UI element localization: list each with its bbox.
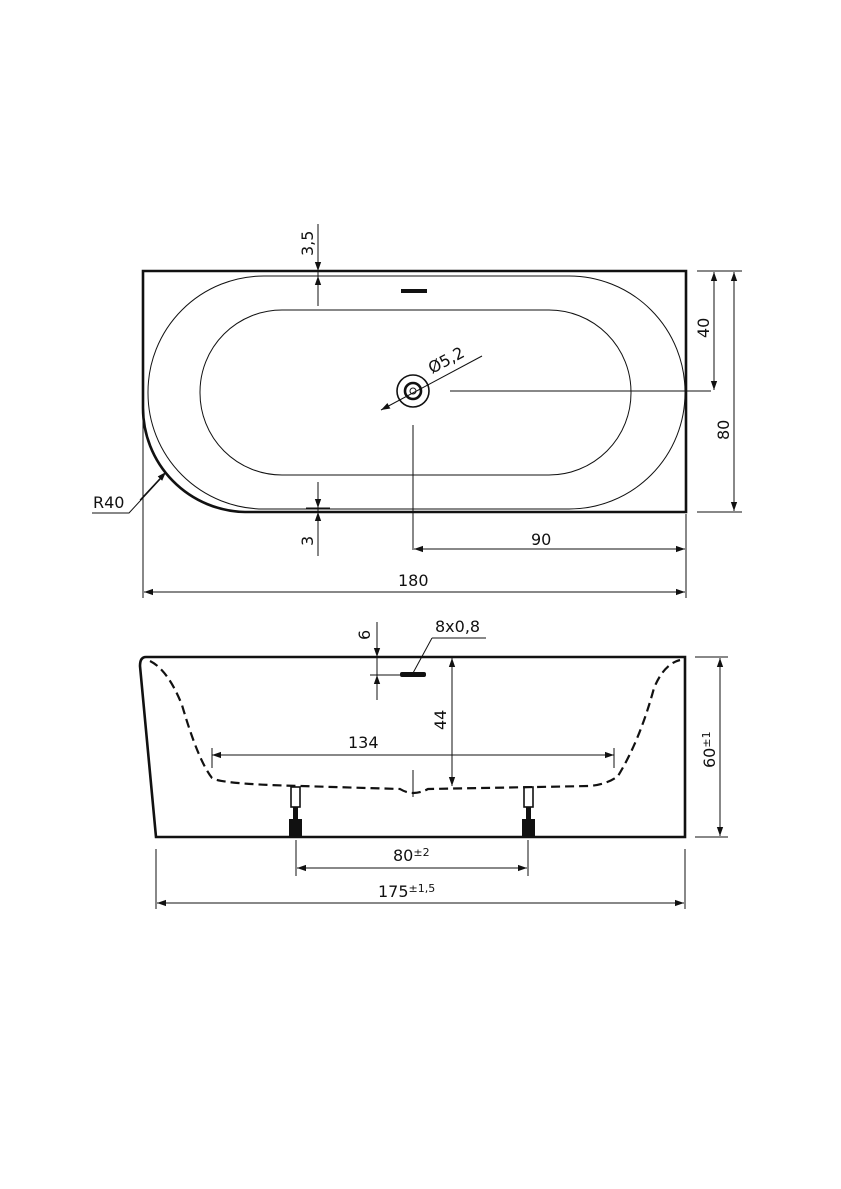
basin-profile-dashed [149, 658, 681, 795]
drain-diameter-label: Ø5,2 [425, 343, 468, 378]
foot-left-icon [289, 786, 302, 837]
overflow-offset-label: 6 [355, 630, 374, 640]
tub-outline-side [138, 655, 687, 839]
depth-label: 44 [431, 710, 450, 730]
tub-basin-outline [199, 309, 632, 476]
foot-right-icon [522, 786, 535, 837]
base-length-label: 175±1,5 [378, 882, 435, 901]
radius-label: R40 [93, 493, 124, 512]
feet-spacing-label: 80±2 [393, 846, 430, 865]
overflow-slot-top [401, 289, 427, 293]
drain-length-label: 90 [531, 530, 551, 549]
overflow-size-label: 8x0,8 [435, 617, 480, 636]
base-length-tolerance: ±1,5 [409, 882, 436, 895]
overflow-slot-side [400, 672, 426, 677]
height-tolerance: ±1 [700, 731, 713, 747]
feet-spacing-tolerance: ±2 [413, 846, 429, 859]
height-value: 60 [700, 748, 719, 768]
drain-offset-label: 40 [694, 318, 713, 338]
length-label: 180 [398, 571, 429, 590]
drain-diameter-leader [380, 355, 483, 411]
drain-icon [396, 374, 430, 408]
rim-top-label: 3,5 [298, 231, 317, 256]
inner-length-label: 134 [348, 733, 379, 752]
feet-spacing-value: 80 [393, 846, 413, 865]
radius-arrow [139, 471, 167, 501]
top-view: Ø5,2 3,5 3 R40 80 40 90 [92, 224, 742, 598]
tub-outline-top [141, 269, 688, 514]
overflow-leader [412, 637, 433, 674]
radius-leader [92, 474, 165, 514]
base-length-value: 175 [378, 882, 409, 901]
height-label: 60±1 [700, 731, 719, 768]
rim-bottom-label: 3 [298, 536, 317, 546]
side-view: 8x0,8 6 44 134 60±1 [138, 617, 728, 909]
tub-rim-outline [147, 275, 686, 510]
width-label: 80 [714, 420, 733, 440]
